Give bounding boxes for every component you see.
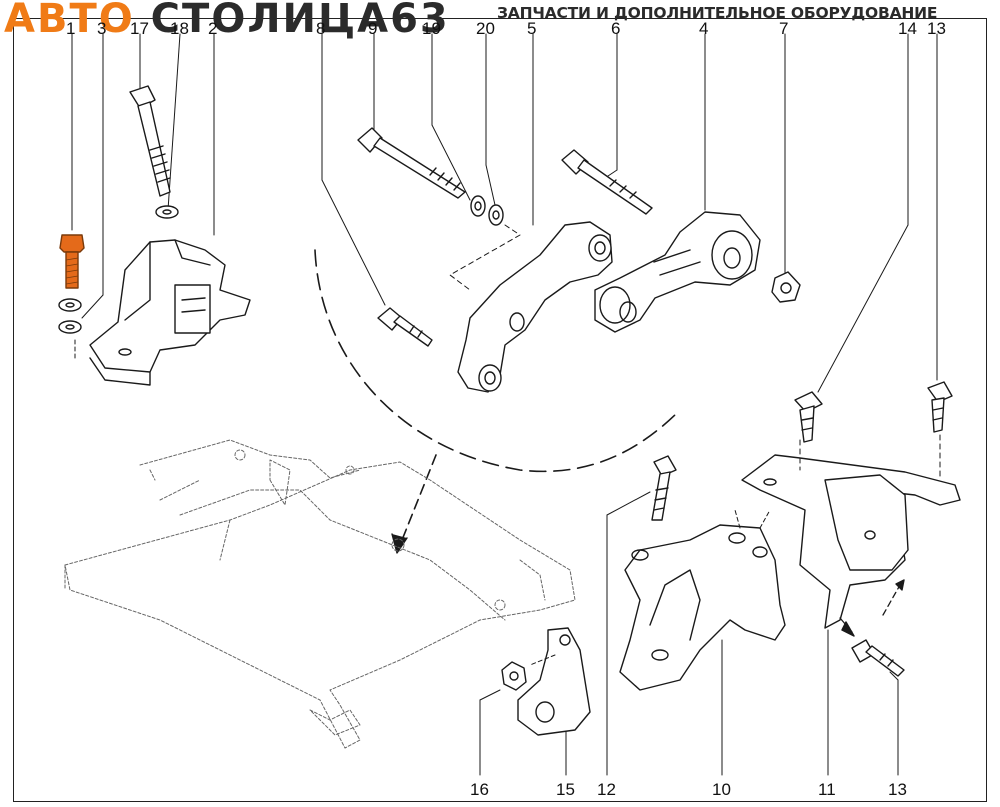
callout-top: 20 xyxy=(476,19,495,38)
callout-top: 5 xyxy=(527,19,537,38)
bolt-1-highlighted xyxy=(59,234,85,289)
callout-bottom: 12 xyxy=(597,780,616,799)
dashed-arrow xyxy=(397,454,437,551)
brand-part2: СТОЛИЦА63 xyxy=(150,0,450,42)
dashed-arc xyxy=(314,249,681,473)
callout-top: 2 xyxy=(208,19,218,38)
callout-bottom: 11 xyxy=(818,780,836,799)
bolt-8-group xyxy=(357,127,521,291)
subframe xyxy=(64,439,576,749)
engine-mount-left xyxy=(58,85,251,386)
callout-top: 17 xyxy=(130,19,149,38)
callout-top: 3 xyxy=(97,19,107,38)
torque-rod-4 xyxy=(561,149,801,333)
brand-tagline: ЗАПЧАСТИ И ДОПОЛНИТЕЛЬНОЕ ОБОРУДОВАНИЕ xyxy=(497,4,938,22)
bracket-15 xyxy=(501,627,591,736)
bolt-2 xyxy=(377,307,433,347)
bolt-17 xyxy=(129,85,171,197)
callout-top: 7 xyxy=(779,19,789,38)
callout-top: 9 xyxy=(368,19,378,38)
callout-bottom: 10 xyxy=(712,780,731,799)
callout-top: 18 xyxy=(170,19,189,38)
brand-part1: АВТО xyxy=(4,0,135,42)
callout-top: 6 xyxy=(611,19,621,38)
torque-link-5 xyxy=(457,221,613,393)
diagram-frame xyxy=(13,18,987,802)
callout-bottom: 13 xyxy=(888,780,907,799)
callout-top: 4 xyxy=(699,19,709,38)
callout-top: 8 xyxy=(316,19,326,38)
mount-10 xyxy=(619,455,786,691)
leader-lines xyxy=(71,33,938,393)
callout-top: 1 xyxy=(66,19,76,38)
bottom-leader-lines xyxy=(479,491,899,776)
brand-logo: АВТО СТОЛИЦА63 xyxy=(4,0,450,42)
callout-top: 13 xyxy=(927,19,946,38)
callout-bottom: 15 xyxy=(556,780,575,799)
callout-top: 19 xyxy=(422,19,441,38)
callout-bottom: 16 xyxy=(470,780,489,799)
callout-top: 14 xyxy=(898,19,917,38)
mount-11 xyxy=(741,381,961,677)
